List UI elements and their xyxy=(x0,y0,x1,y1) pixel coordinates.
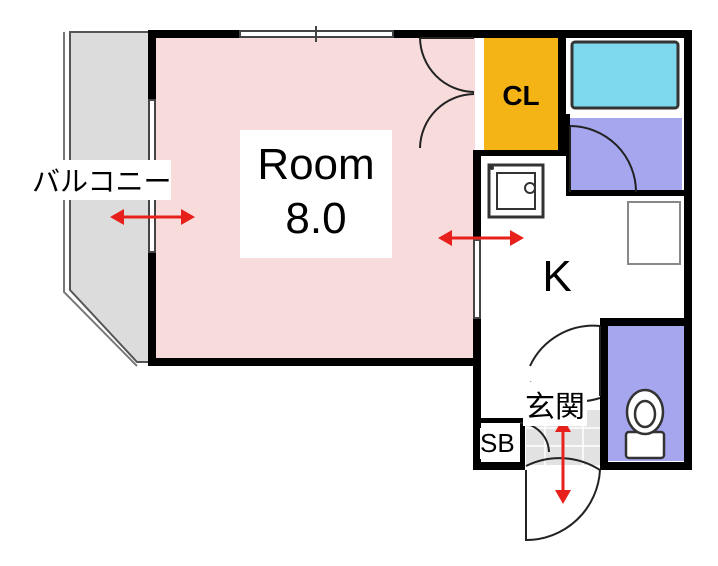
washbasin-icon xyxy=(627,201,681,265)
balcony-label: バルコニー xyxy=(32,160,172,200)
main-room-size: 8.0 xyxy=(285,194,347,243)
bathtub-icon xyxy=(570,40,680,110)
walls xyxy=(148,30,692,470)
kitchen-label: K xyxy=(542,252,572,301)
closet-label: CL xyxy=(502,80,540,111)
kitchen-label-box xyxy=(537,246,577,312)
toilet-icon xyxy=(624,388,666,460)
main-room-label-box xyxy=(240,130,392,258)
sink-icon xyxy=(487,163,545,219)
entrance-label: 玄関 xyxy=(523,382,587,426)
balcony-rail xyxy=(63,32,138,367)
main-room-name: Room xyxy=(257,140,375,189)
bathroom-floor xyxy=(570,118,682,190)
shoe-box-label: SB xyxy=(480,428,515,459)
closet-fill xyxy=(484,38,558,150)
